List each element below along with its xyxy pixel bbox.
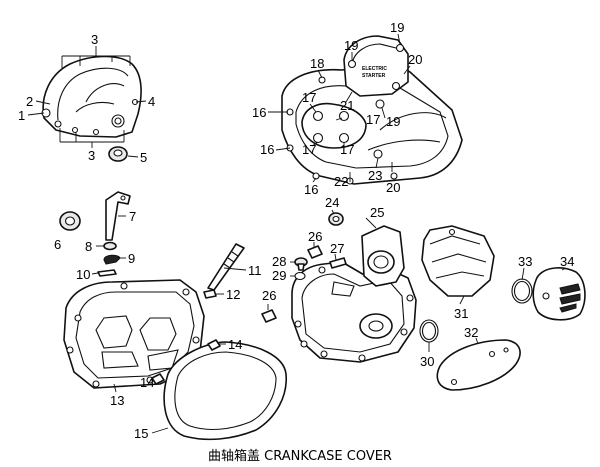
small-side-cover	[41, 55, 142, 138]
callout-20b: 20	[386, 180, 400, 195]
cover-label-line-1: ELECTRIC	[362, 66, 387, 72]
callout-27: 27	[330, 241, 344, 256]
dowel-12	[203, 289, 217, 299]
callout-4: 4	[148, 94, 155, 109]
callout-26a: 26	[308, 229, 322, 244]
callout-1: 1	[18, 108, 25, 123]
oil-seal-5	[108, 146, 128, 162]
clip-9	[103, 254, 121, 265]
plug-26b	[261, 309, 277, 323]
callout-26b: 26	[262, 288, 276, 303]
callout-32: 32	[464, 325, 478, 340]
callout-6: 6	[54, 237, 61, 252]
callout-numbers: 1 2 3 3 4 5 6 7 8 9 10 11 12 13 14 14 15…	[18, 20, 574, 441]
callout-24: 24	[325, 195, 339, 210]
callout-25: 25	[370, 205, 384, 220]
diagram-caption: 曲轴箱盖 CRANKCASE COVER	[208, 448, 392, 464]
screw-28	[294, 257, 308, 271]
callout-12: 12	[226, 287, 240, 302]
washer-8	[103, 241, 117, 251]
bushing-24	[328, 212, 344, 226]
callout-11: 11	[248, 263, 262, 278]
o-ring-29	[294, 271, 306, 281]
bolt-11	[207, 243, 245, 291]
callout-10: 10	[76, 267, 90, 282]
callout-3a: 3	[91, 32, 98, 47]
gasket-15	[163, 341, 287, 441]
seal-6	[59, 211, 81, 231]
callout-28: 28	[272, 254, 286, 269]
callout-31: 31	[454, 306, 468, 321]
callout-19b: 19	[390, 20, 404, 35]
callout-16c: 16	[304, 182, 318, 197]
callout-30: 30	[420, 354, 434, 369]
callout-21: 21	[340, 98, 354, 113]
callout-34: 34	[560, 254, 574, 269]
cover-label-line-2: STARTER	[362, 73, 386, 79]
shift-lever-7	[105, 191, 131, 241]
callout-7: 7	[129, 209, 136, 224]
callout-17b: 17	[302, 142, 316, 157]
dowel-14a	[207, 339, 221, 351]
callout-33: 33	[518, 254, 532, 269]
callout-17c: 17	[340, 142, 354, 157]
plug-26a	[307, 245, 323, 259]
callout-19c: 19	[386, 114, 400, 129]
callout-8: 8	[85, 239, 92, 254]
dowel-14b	[151, 373, 165, 385]
callout-2: 2	[26, 94, 33, 109]
callout-29: 29	[272, 268, 286, 283]
pin-10	[97, 269, 117, 277]
oil-filler-cap-25	[361, 225, 405, 287]
left-crankcase-cover	[281, 61, 463, 185]
callout-19a: 19	[344, 38, 358, 53]
callout-17a: 17	[302, 90, 316, 105]
callout-3b: 3	[88, 148, 95, 163]
callout-20a: 20	[408, 52, 422, 67]
magneto-cover-31	[421, 225, 495, 297]
o-ring-30	[419, 319, 439, 343]
electric-starter-cover: ELECTRIC STARTER	[343, 35, 409, 97]
bolt-27	[329, 257, 347, 269]
callout-18: 18	[310, 56, 324, 71]
callout-13: 13	[110, 393, 124, 408]
timing-cover-32	[436, 339, 521, 391]
callout-14a: 14	[228, 337, 242, 352]
callout-16a: 16	[252, 105, 266, 120]
callout-22: 22	[334, 174, 348, 189]
callout-14b: 14	[140, 375, 154, 390]
callout-15: 15	[134, 426, 148, 441]
callout-5: 5	[140, 150, 147, 165]
callout-9: 9	[128, 251, 135, 266]
gasket-33	[511, 278, 533, 304]
cap-34	[532, 267, 586, 321]
callout-23: 23	[368, 168, 382, 183]
callout-16b: 16	[260, 142, 274, 157]
callout-17d: 17	[366, 112, 380, 127]
